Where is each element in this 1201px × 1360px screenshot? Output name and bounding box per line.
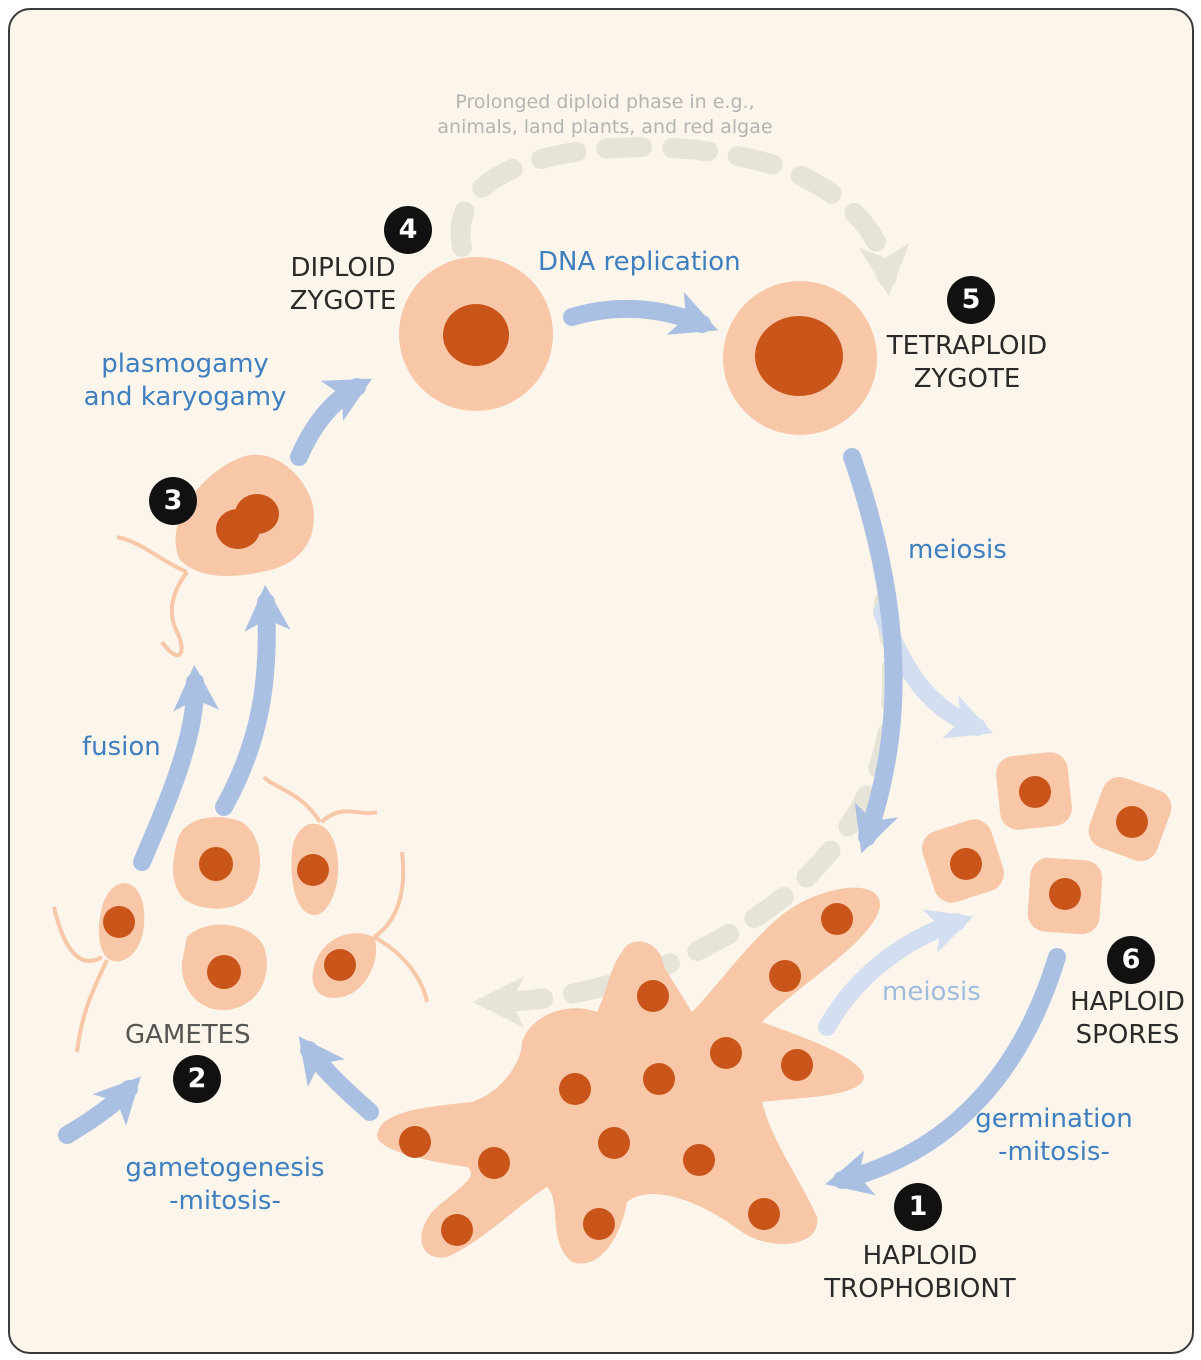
haploid-spores-line2: SPORES xyxy=(1075,1020,1180,1050)
stage-1-badge: 1 xyxy=(894,1183,942,1231)
dna-replication-label: DNA replication xyxy=(538,247,741,277)
haploid-spores-line1: HAPLOID xyxy=(1070,987,1185,1017)
germination-line2: -mitosis- xyxy=(998,1137,1110,1167)
dna-replication-arrow xyxy=(563,291,719,335)
trophobiont-line2: TROPHOBIONT xyxy=(824,1274,1016,1304)
haploid-spores xyxy=(922,752,1172,935)
header-note-line1: Prolonged diploid phase in e.g., xyxy=(455,91,755,113)
prolonged-diploid-path xyxy=(450,137,910,297)
stage-6-badge: 6 xyxy=(1107,936,1155,984)
gametes-cluster xyxy=(52,775,429,1053)
germination-arrow xyxy=(825,948,1066,1196)
trophobiont-cell xyxy=(377,887,881,1264)
gametes-label: GAMETES xyxy=(125,1020,251,1050)
plasmogamy-line1: plasmogamy xyxy=(101,349,269,379)
tetraploid-zygote-label: TETRAPLOID ZYGOTE xyxy=(877,330,1057,396)
tetraploid-zygote-cell xyxy=(723,281,877,435)
fused-cell xyxy=(116,454,314,657)
stage-5-badge: 5 xyxy=(947,276,995,324)
stage-4-badge: 4 xyxy=(384,206,432,254)
tetraploid-zygote-line2: ZYGOTE xyxy=(913,364,1021,394)
gametogenesis-line2: -mitosis- xyxy=(169,1186,281,1216)
header-note-line2: animals, land plants, and red algae xyxy=(437,116,773,138)
gametogenesis-label: gametogenesis -mitosis- xyxy=(110,1152,340,1218)
fusion-arrow-left xyxy=(133,664,220,871)
gametogenesis-arrow-left xyxy=(58,1076,141,1144)
alt-meiosis-label: meiosis xyxy=(882,977,981,1007)
trophobiont-label: HAPLOID TROPHOBIONT xyxy=(815,1240,1025,1306)
fusion-arrow-right xyxy=(215,584,291,816)
trophobiont-line1: HAPLOID xyxy=(862,1241,978,1271)
life-cycle-diagram xyxy=(52,137,1172,1264)
fusion-label: fusion xyxy=(82,732,161,762)
diploid-zygote-line2: ZYGOTE xyxy=(289,286,397,316)
haploid-spores-label: HAPLOID SPORES xyxy=(1055,986,1192,1052)
meiosis-label: meiosis xyxy=(908,535,1007,565)
germination-line1: germination xyxy=(975,1104,1133,1134)
meiosis-arrow xyxy=(843,448,903,854)
alt-meiosis-arrow xyxy=(818,909,974,1036)
diploid-zygote-line1: DIPLOID xyxy=(290,253,396,283)
stage-2-badge: 2 xyxy=(173,1055,221,1103)
diploid-zygote-cell xyxy=(399,257,553,411)
plasmogamy-label: plasmogamy and karyogamy xyxy=(65,348,305,414)
germination-label: germination -mitosis- xyxy=(954,1103,1154,1169)
plasmogamy-line2: and karyogamy xyxy=(83,382,287,412)
plasmogamy-arrow xyxy=(290,378,373,466)
header-note: Prolonged diploid phase in e.g., animals… xyxy=(415,90,795,140)
gametogenesis-line1: gametogenesis xyxy=(125,1153,325,1183)
diploid-zygote-label: DIPLOID ZYGOTE xyxy=(268,252,418,318)
diagram-frame: Prolonged diploid phase in e.g., animals… xyxy=(8,8,1194,1354)
tetraploid-zygote-line1: TETRAPLOID xyxy=(886,331,1048,361)
gametogenesis-arrow-right xyxy=(298,1036,379,1121)
stage-3-badge: 3 xyxy=(149,477,197,525)
